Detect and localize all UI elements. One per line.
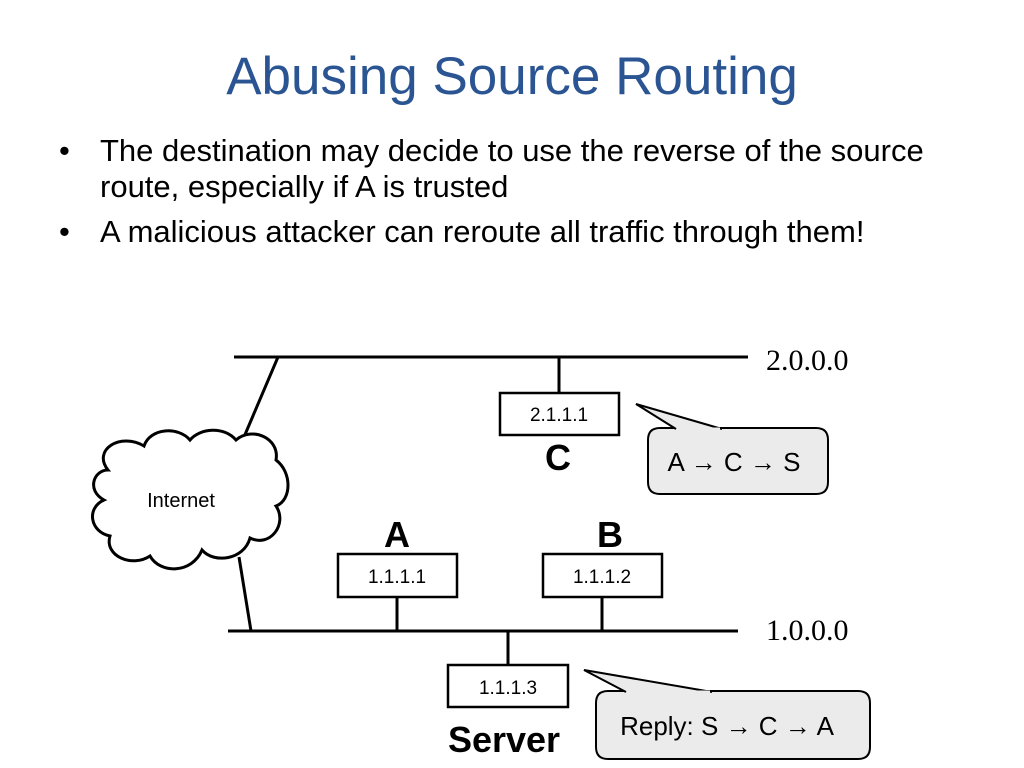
forward-callout-pointer [635,403,723,430]
bullet-list: • The destination may decide to use the … [55,133,995,259]
bullet-text: A malicious attacker can reroute all tra… [100,214,865,249]
page-title: Abusing Source Routing [226,47,798,106]
host-b-ip: 1.1.1.2 [573,567,631,588]
server-name: Server [448,719,560,760]
reply-route-text: Reply: S → C → A [620,711,834,741]
host-a-name: A [384,514,410,555]
bullet-item: • A malicious attacker can reroute all t… [55,214,995,250]
host-b-name: B [597,514,623,555]
network-2-label: 2.0.0.0 [766,344,849,377]
cloud-link-bottom [237,556,253,632]
cloud-label: Internet [147,490,215,512]
reply-route-callout [595,690,871,760]
host-c-ip: 2.1.1.1 [530,405,588,426]
bullet-item: • The destination may decide to use the … [55,133,995,205]
bullet-dot: • [59,133,70,168]
bullet-dot: • [59,214,70,249]
internet-cloud [91,428,290,571]
reply-callout-pointer [583,669,713,693]
host-c-box [498,391,621,437]
host-c-name: C [545,437,571,478]
network-1-label: 1.0.0.0 [766,614,849,647]
cloud-link-top [242,356,280,438]
forward-route-callout [647,427,829,495]
host-a-box [336,552,459,599]
host-b-box [541,552,664,599]
host-a-ip: 1.1.1.1 [368,567,426,588]
server-ip: 1.1.1.3 [479,678,537,699]
forward-route-text: A → C → S [668,447,801,477]
server-box [446,663,570,709]
bullet-text: The destination may decide to use the re… [100,133,924,204]
